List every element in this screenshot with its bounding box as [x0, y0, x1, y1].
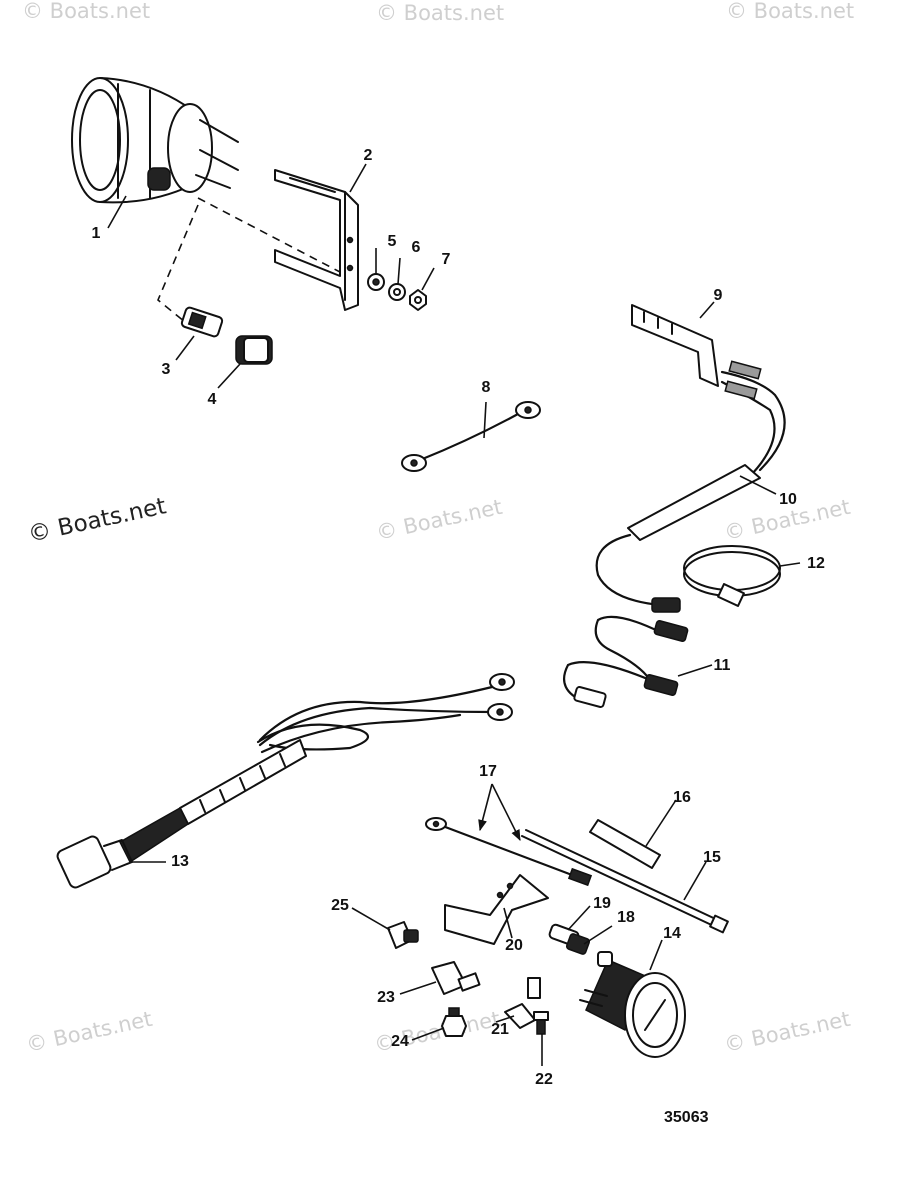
part-8-ground-wire [401, 401, 541, 472]
part-5-washer [367, 273, 385, 291]
leader-20 [503, 907, 513, 939]
part-18-sender [565, 933, 591, 955]
callout-6: 6 [412, 239, 421, 256]
leader-24 [411, 1027, 445, 1041]
leader-6 [397, 257, 401, 285]
leader-21 [495, 1015, 515, 1023]
part-11-jumper-wire [563, 615, 689, 708]
part-15-cable-tie [521, 829, 729, 934]
leader-17 [478, 783, 493, 832]
leader-10 [739, 475, 777, 495]
watermark: © Boats.net [22, 0, 150, 23]
figure-number: 35063 [664, 1109, 709, 1126]
callout-16: 16 [673, 789, 691, 806]
leader-16 [645, 799, 677, 847]
part-17-lead-wire [425, 817, 593, 887]
callout-15: 15 [703, 849, 721, 866]
part-4-bulb [235, 335, 273, 365]
leader-3 [175, 335, 195, 361]
leader-14 [649, 939, 663, 971]
leader-18 [583, 925, 613, 945]
callout-8: 8 [482, 379, 491, 396]
leader-15 [683, 861, 707, 901]
callout-14: 14 [663, 925, 681, 942]
watermark: © Boats.net [26, 493, 169, 548]
part-1-gauge [71, 77, 341, 323]
callout-21: 21 [491, 1021, 509, 1038]
callout-4: 4 [208, 391, 217, 408]
callout-22: 22 [535, 1071, 553, 1088]
part-13-wiring-harness [56, 673, 515, 889]
part-3-bulb-socket [180, 306, 224, 338]
part-22-screw [533, 1011, 549, 1035]
part-6-lockwasher [388, 283, 406, 301]
watermark: © Boats.net [722, 1007, 852, 1057]
leader-17 [491, 783, 521, 842]
watermark: © Boats.net [374, 495, 504, 545]
part-24-fitting [441, 1007, 467, 1037]
part-9-mount-bracket [631, 304, 719, 387]
callout-3: 3 [162, 361, 171, 378]
leader-12 [779, 562, 801, 567]
callout-12: 12 [807, 555, 825, 572]
leader-2 [349, 163, 367, 193]
watermark: © Boats.net [726, 0, 854, 23]
part-16-sleeve [589, 819, 661, 869]
leader-23 [399, 981, 437, 995]
callout-1: 1 [92, 225, 101, 242]
leader-19 [567, 905, 591, 931]
callout-17: 17 [479, 763, 497, 780]
leader-11 [677, 664, 713, 677]
part-20-bracket [444, 874, 549, 945]
leader-9 [699, 301, 715, 319]
callout-10: 10 [779, 491, 797, 508]
callout-20: 20 [505, 937, 523, 954]
callout-18: 18 [617, 909, 635, 926]
watermark: © Boats.net [24, 1007, 154, 1057]
callout-19: 19 [593, 895, 611, 912]
part-12-hose-clamp [683, 545, 781, 607]
part-10-harness [595, 360, 786, 613]
callout-7: 7 [442, 251, 451, 268]
leader-8 [483, 401, 487, 439]
callout-9: 9 [714, 287, 723, 304]
part-25-elbow-fitting [387, 921, 419, 949]
callout-23: 23 [377, 989, 395, 1006]
callout-2: 2 [364, 147, 373, 164]
part-2-bracket [274, 169, 359, 311]
callout-11: 11 [714, 657, 731, 674]
callout-5: 5 [388, 233, 397, 250]
part-14-gauge [579, 951, 686, 1058]
leader-25 [351, 907, 391, 931]
callout-24: 24 [391, 1033, 409, 1050]
leader-1 [107, 195, 127, 229]
callout-13: 13 [171, 853, 189, 870]
part-23-tee-fitting [431, 961, 481, 995]
watermark: © Boats.net [376, 1, 504, 25]
callout-25: 25 [331, 897, 349, 914]
leader-4 [217, 363, 241, 389]
leader-7 [421, 267, 435, 291]
part-7-nut [409, 289, 427, 311]
